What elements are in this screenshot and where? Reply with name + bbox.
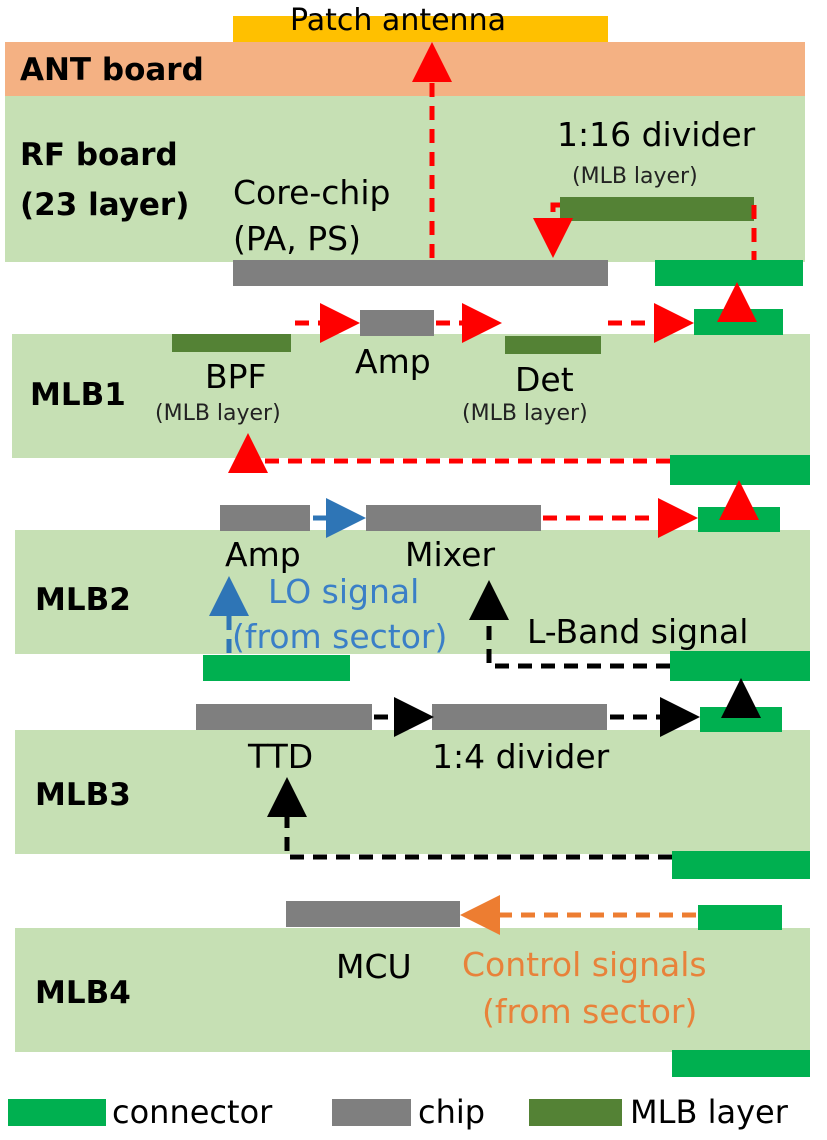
mlb1-amp-chip <box>360 310 434 336</box>
det-layer <box>505 336 601 354</box>
connector-rf-bottom <box>655 260 803 286</box>
rf-path-to-bpf <box>228 433 670 473</box>
mixer-chip <box>366 505 541 531</box>
connector-mlb3-bottom <box>672 851 810 879</box>
divider-1-4-chip <box>432 704 607 730</box>
connector-lo-input <box>203 655 350 681</box>
bpf-layer <box>172 334 291 352</box>
lband-path-to-mixer <box>469 580 670 669</box>
mlb4-board <box>15 928 810 1052</box>
legend-connector-swatch <box>8 1099 106 1126</box>
mlb2-amp-chip <box>220 505 310 531</box>
mlb1-board <box>12 334 810 458</box>
rf-path-divider-to-chip <box>533 202 573 258</box>
legend-chip-swatch <box>332 1099 411 1126</box>
connector-mlb4-top <box>698 905 782 930</box>
rf-board <box>5 96 805 262</box>
divider-1-16-layer <box>560 197 754 221</box>
core-chip <box>233 260 608 286</box>
mcu-chip <box>286 901 460 927</box>
connector-mlb4-bottom <box>672 1050 810 1077</box>
legend-mlb-layer-swatch <box>529 1099 622 1126</box>
mlb3-board <box>15 730 810 854</box>
ant-board <box>5 42 805 96</box>
mlb2-board <box>15 530 810 654</box>
connector-mlb1-top <box>694 309 783 335</box>
connector-mlb2-top <box>698 507 780 532</box>
ttd-chip <box>196 704 372 730</box>
connector-mlb2-bottom <box>670 651 810 681</box>
connector-mlb3-top <box>700 707 782 732</box>
connector-mlb1-bottom <box>670 455 810 485</box>
patch-antenna <box>233 16 608 42</box>
lband-path-to-ttd <box>267 777 672 860</box>
